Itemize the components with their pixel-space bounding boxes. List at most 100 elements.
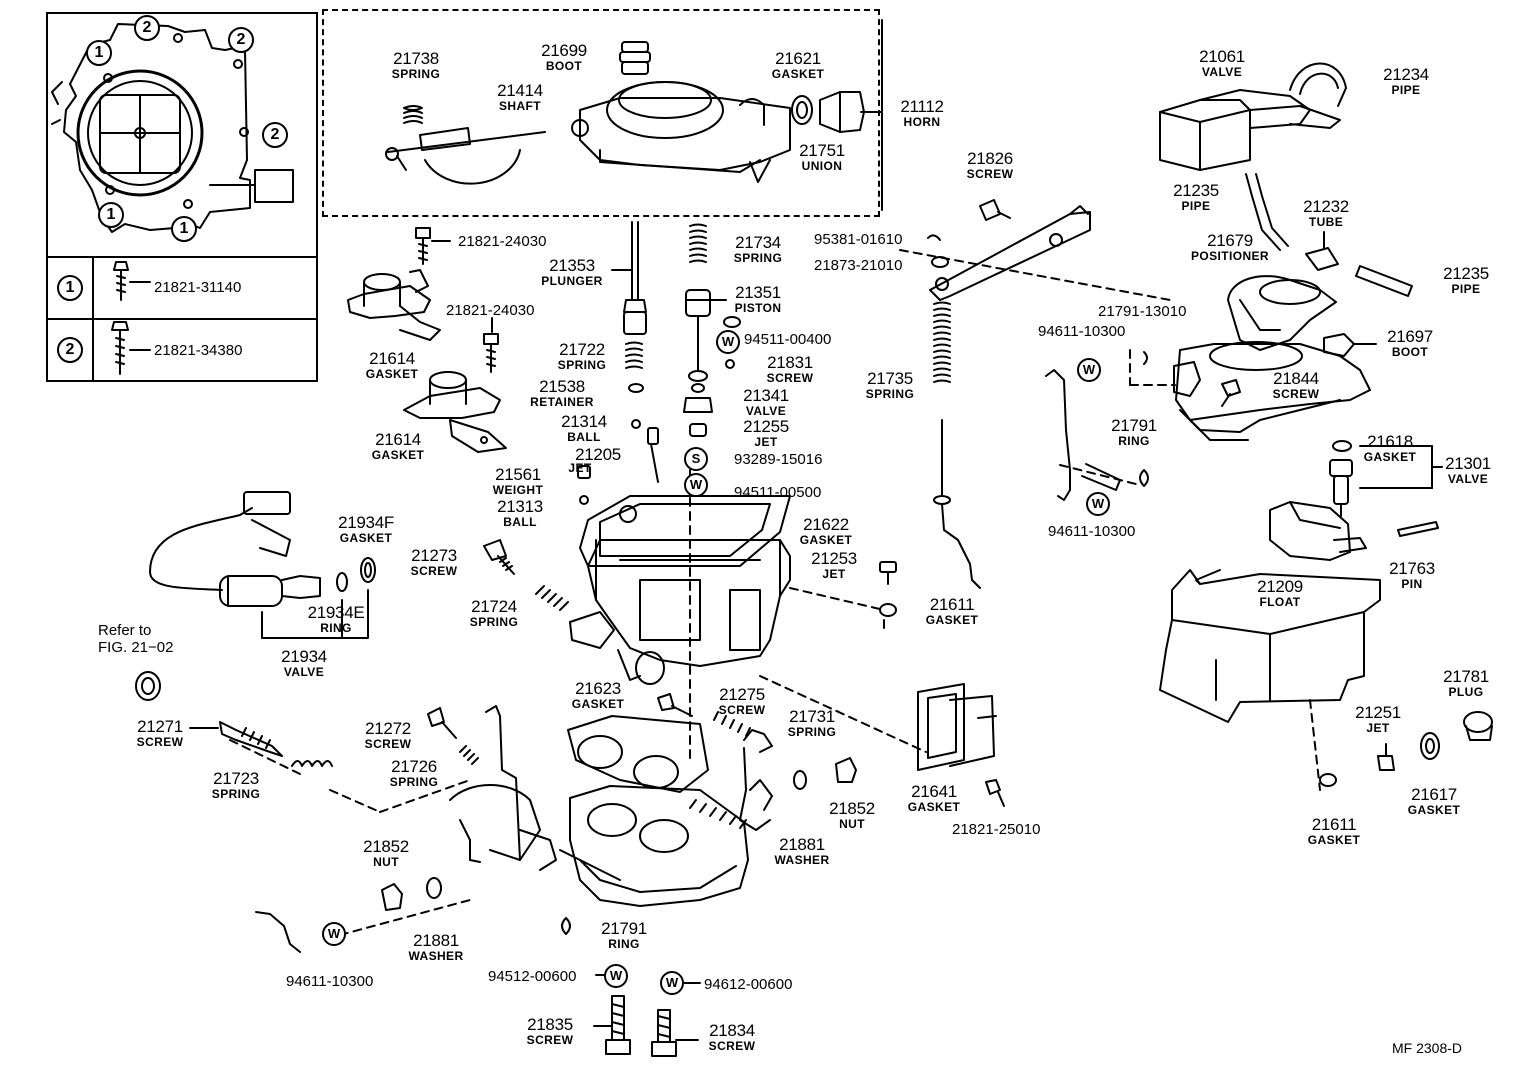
retainer-21538 <box>628 383 644 393</box>
ref-93289-15016: 93289-15016 <box>734 451 823 468</box>
pipe-21235-a <box>1245 173 1289 251</box>
ref-94511-00500: 94511-00500 <box>734 484 822 501</box>
screw-21275 <box>657 693 693 717</box>
ref-21821-25010: 21821-25010 <box>952 821 1041 838</box>
screw-21826 <box>979 199 1011 221</box>
inset-panel: 1 21821-31140 2 21821-34380 <box>46 12 318 382</box>
inset-callout-1: 1 <box>171 216 197 242</box>
jet-21251 <box>1377 743 1395 771</box>
spring-21723 <box>291 760 333 767</box>
valve-21061 <box>1159 89 1341 171</box>
inset-throttle-body <box>51 23 294 233</box>
weight-21561 <box>577 465 591 479</box>
washer-w-badge: W <box>322 922 346 946</box>
spring-21722 <box>625 341 643 369</box>
spring-21731 <box>713 711 751 737</box>
ref-94512-00600: 94512-00600 <box>488 968 577 985</box>
horn-assembly-box <box>322 9 880 217</box>
washer-w-badge: W <box>1077 358 1101 382</box>
washer-w-badge: W <box>1086 492 1110 516</box>
ball-21314 <box>631 419 641 429</box>
ref-94611-10300: 94611-10300 <box>1048 523 1136 540</box>
ref-21821-24030: 21821-24030 <box>446 302 535 319</box>
rod-94611-c <box>255 911 301 953</box>
rod-94611-b <box>1081 463 1121 491</box>
note-line-1: Refer to <box>98 622 152 639</box>
washer-21881-b <box>426 877 442 899</box>
seal-s-badge: S <box>684 447 708 471</box>
carburetor-body <box>569 539 791 685</box>
screw-21821-25010 <box>985 779 1005 807</box>
tube-21232 <box>1305 231 1339 271</box>
valve-21301 <box>1329 459 1353 517</box>
callout-circle-2: 2 <box>57 337 83 363</box>
clip-95381 <box>927 234 941 241</box>
nut-21852-b <box>381 883 403 911</box>
inset-row-1: 1 21821-31140 <box>48 256 316 318</box>
washer-21873 <box>931 256 949 268</box>
gasket-21622 <box>579 495 791 567</box>
clip-21791-13010 <box>1143 351 1148 365</box>
inset-callout-2: 2 <box>134 15 160 41</box>
part-label-21205: 21205 <box>575 445 621 464</box>
throttle-body <box>569 785 749 907</box>
nut-21852-a <box>835 757 857 783</box>
washer-94511-00400 <box>723 316 741 328</box>
pipe-21234 <box>1289 62 1347 107</box>
jet-21255 <box>689 423 707 437</box>
pipe-21235-b <box>1355 265 1413 297</box>
ring-21791-b <box>561 917 571 935</box>
ref-21873-21010: 21873-21010 <box>814 257 903 274</box>
gasket-21611-a <box>879 603 897 617</box>
jet-21253 <box>879 561 897 585</box>
spring-21726 <box>459 745 479 765</box>
figure-code: MF 2308-D <box>1392 1040 1463 1056</box>
gasket-21617 <box>1420 732 1440 760</box>
rod-21735 <box>933 419 981 589</box>
throttle-linkage <box>449 705 773 881</box>
inset-key-2: 2 <box>48 320 94 380</box>
figure-reference-note: Refer to FIG. 21−02 <box>98 622 173 656</box>
ref-94612-00600: 94612-00600 <box>704 976 793 993</box>
boot-21697 <box>1323 333 1377 357</box>
inset-callout-1: 1 <box>98 202 124 228</box>
washer-w-badge: W <box>716 330 740 354</box>
callout-circle-1: 1 <box>57 275 83 301</box>
spring-21724 <box>535 585 569 611</box>
lever-arm <box>929 205 1091 301</box>
washer-w-badge: W <box>684 473 708 497</box>
